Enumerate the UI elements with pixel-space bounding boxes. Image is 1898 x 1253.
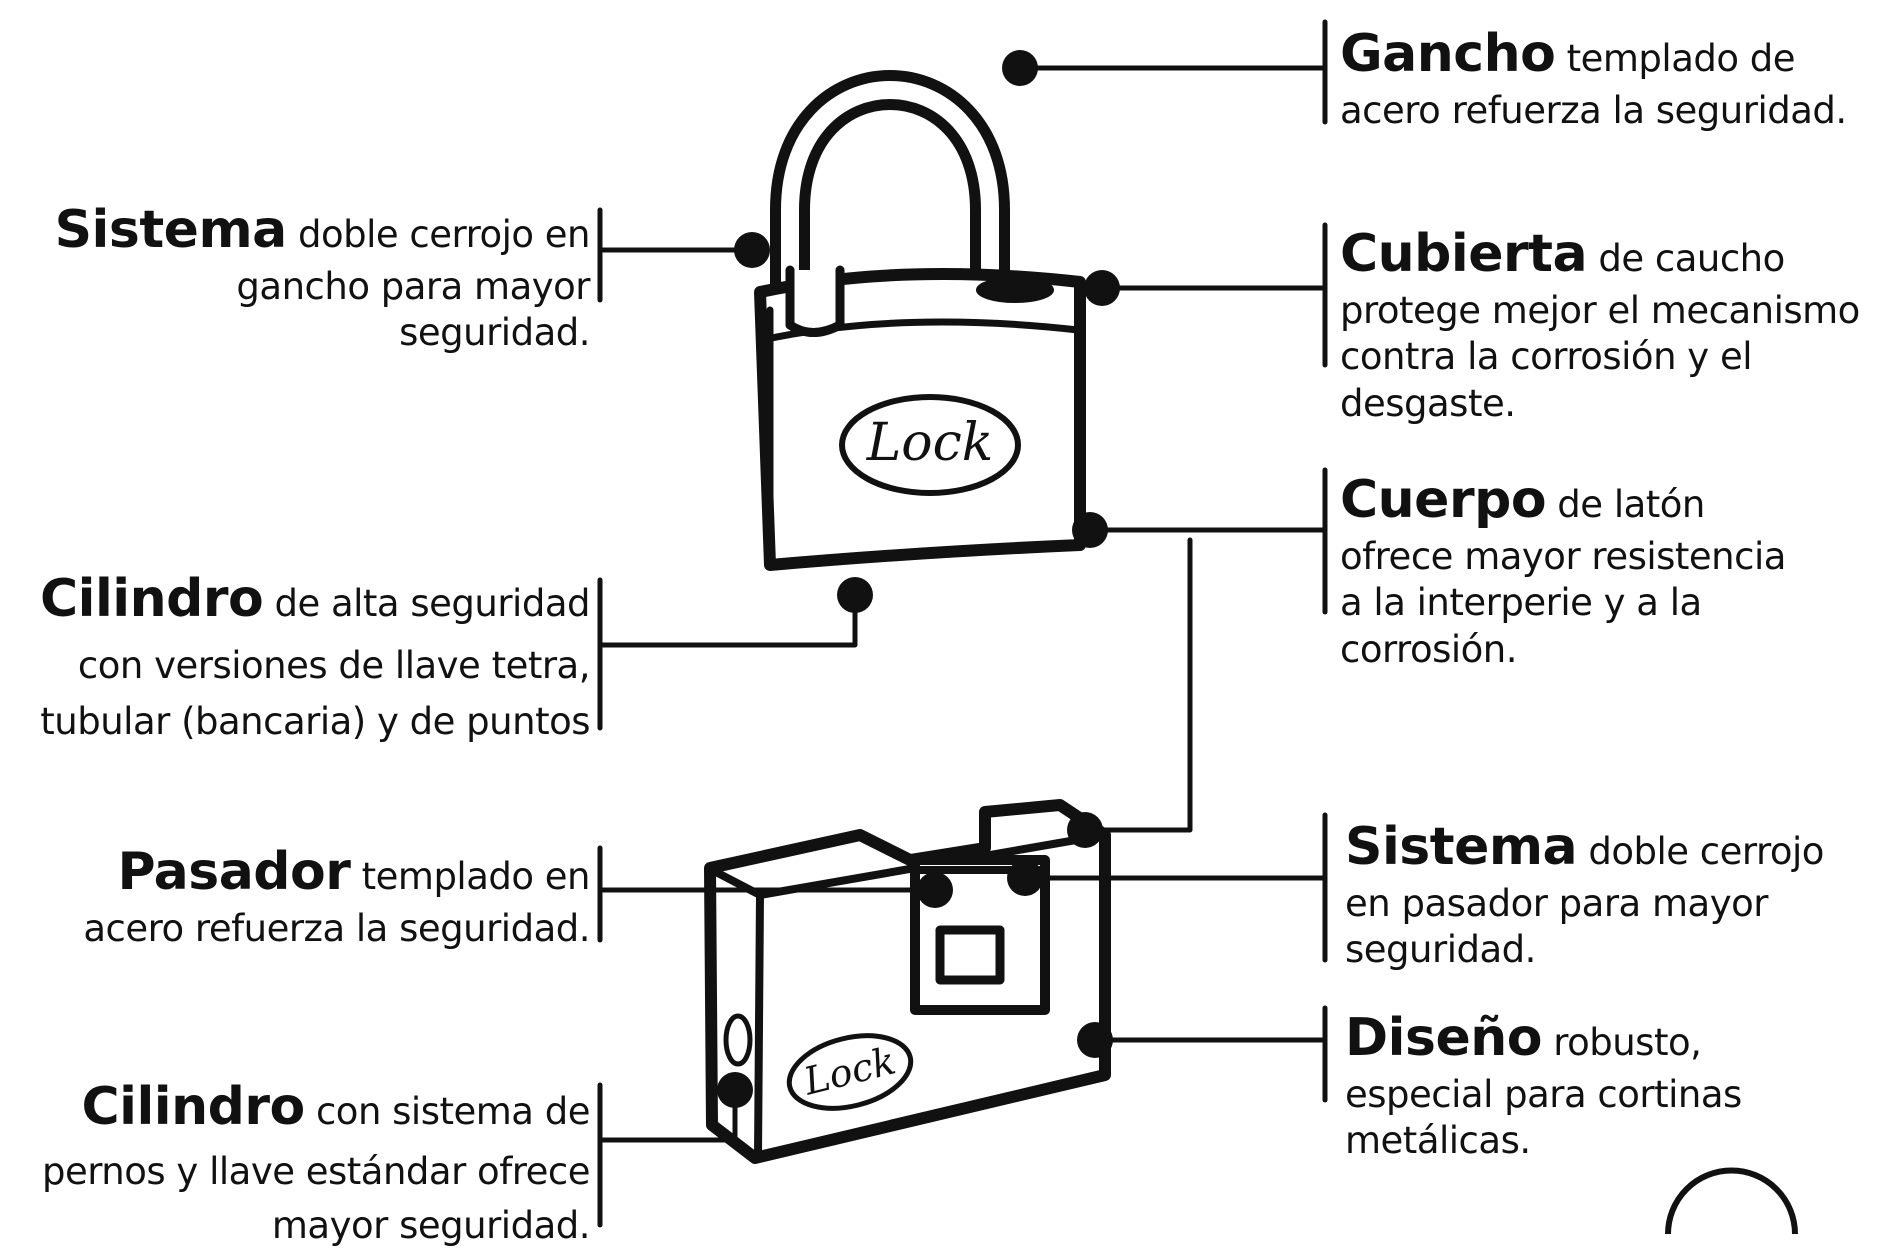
callout-sistema-gancho-text: doble cerrojo en gancho para mayor segur… [236,213,590,355]
callout-cuerpo: Cuerpo de latón ofrece mayor resistencia… [1340,468,1810,673]
callout-gancho-text: templado de acero refuerza la seguridad. [1340,37,1847,132]
callout-cubierta-term: Cubierta [1340,224,1588,284]
callout-cubierta-text: de caucho protege mejor el mecanismo con… [1340,237,1860,425]
callout-gancho: Gancho templado de acero refuerza la seg… [1340,22,1870,134]
callout-pasador: Pasador templado en acero refuerza la se… [40,840,590,952]
callout-cuerpo-term: Cuerpo [1340,470,1547,530]
dot-cilindro-pernos [717,1072,753,1108]
callout-bars [597,19,1328,1228]
callout-sistema-gancho-term: Sistema [54,200,288,260]
callout-diseno-text: robusto, especial para cortinas metálica… [1345,1021,1742,1163]
callout-sistema-pasador-text: doble cerrojo en pasador para mayor segu… [1345,830,1824,972]
callout-gancho-term: Gancho [1340,24,1556,84]
lock-logo-upper [839,394,1021,496]
callout-diseno: Diseño robusto, especial para cortinas m… [1345,1006,1855,1165]
dot-sistema-gancho [734,232,770,268]
callout-cubierta: Cubierta de caucho protege mejor el meca… [1340,222,1895,427]
dot-pasador [917,872,953,908]
callout-cilindro-alta-term: Cilindro [39,569,264,629]
callout-sistema-pasador-term: Sistema [1345,817,1578,877]
upper-body [754,268,1086,571]
lower-padlock: Lock [704,799,1111,1164]
dot-cilindro-alta [837,577,873,613]
callout-sistema-pasador: Sistema doble cerrojo en pasador para ma… [1345,815,1865,974]
svg-text:Lock: Lock [866,413,993,473]
callout-cuerpo-text: de latón ofrece mayor resistencia a la i… [1340,483,1786,671]
callout-pasador-text: templado en acero refuerza la seguridad. [83,855,590,950]
keyhole [723,1013,753,1067]
callout-pasador-term: Pasador [117,842,351,902]
dot-diseno [1077,1022,1113,1058]
dot-gancho [1002,50,1038,86]
callout-dots [717,50,1120,1108]
dot-sistema-pasador [1007,860,1043,896]
lock-logo-lower [786,1033,914,1111]
callout-cilindro-pernos-term: Cilindro [81,1077,305,1137]
callout-sistema-gancho: Sistema doble cerrojo en gancho para may… [40,198,591,357]
callout-cilindro-pernos: Cilindro con sistema de pernos y llave e… [40,1070,591,1253]
callout-cilindro-alta: Cilindro de alta seguridad con versiones… [30,560,591,749]
callout-diseno-term: Diseño [1345,1008,1542,1068]
rubber-cover [976,277,1054,303]
dot-cuerpo [1072,512,1108,548]
upper-padlock: Lock [754,70,1086,571]
callout-cilindro-alta-text: de alta seguridad con versiones de llave… [40,582,590,743]
dot-cuerpo-lower [1067,812,1103,848]
partial-circle-mark [1665,1167,1798,1234]
dot-cubierta [1084,270,1120,306]
